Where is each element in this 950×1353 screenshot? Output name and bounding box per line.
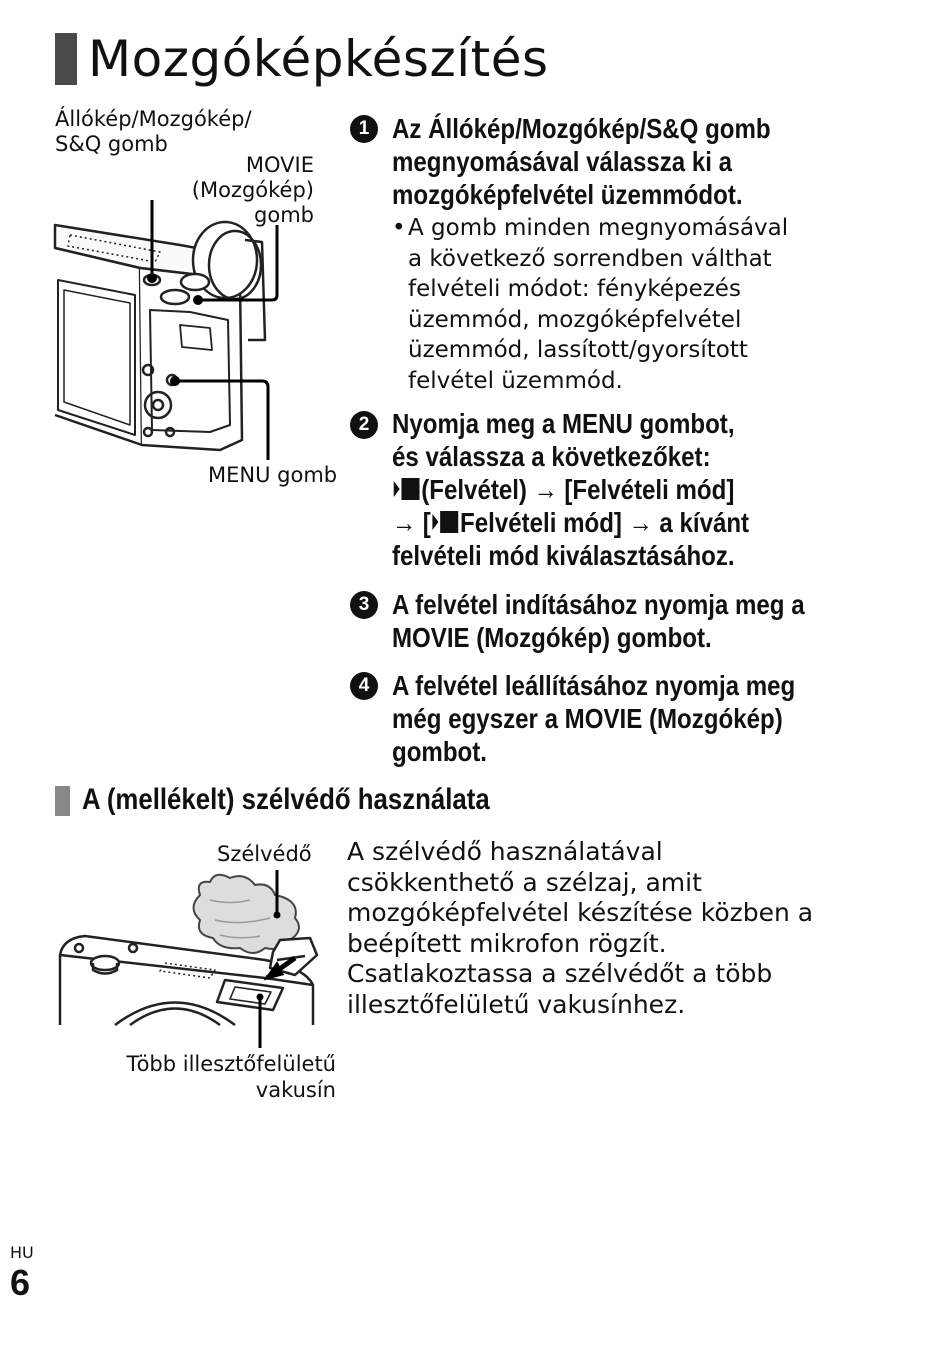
movie-button-label-line1: MOVIE <box>245 153 314 177</box>
camera-back-illustration <box>53 200 279 460</box>
step-2-line2: és válassza a következőket: <box>392 441 711 472</box>
step-number: 4 <box>350 672 378 700</box>
movie-button-label-line2: (Mozgókép) <box>191 178 314 202</box>
language-code: HU <box>10 1243 34 1262</box>
shooting-menu-icon <box>432 511 459 533</box>
page-number: 6 <box>10 1262 31 1303</box>
section-title: A (mellékelt) szélvédő használata <box>82 783 490 816</box>
step-number: 1 <box>350 115 378 143</box>
step-number: 2 <box>350 411 378 439</box>
bullet-text: A gomb minden megnyomásával a következő … <box>408 215 789 394</box>
mode-button-label-line2: S&Q gomb <box>55 132 168 156</box>
shooting-menu-icon <box>393 478 420 500</box>
step-2-menu-path-1: (Felvétel) → [Felvételi mód] <box>421 474 735 505</box>
step-2-line1: Nyomja meg a MENU gombot, <box>392 408 735 439</box>
bullet-marker: • <box>392 215 406 241</box>
multi-interface-shoe-label-line1: Több illesztőfelületű <box>126 1052 337 1076</box>
page-title: Mozgóképkészítés <box>88 30 549 88</box>
windscreen-label: Szélvédő <box>217 842 312 866</box>
step-number: 3 <box>350 591 378 619</box>
windscreen-illustration <box>58 870 319 1048</box>
step-2-line4: → [ Felvételi mód] → a kívánt <box>392 506 749 539</box>
mode-button-label-line1: Állókép/Mozgókép/ <box>55 107 252 131</box>
menu-button-label: MENU gomb <box>208 463 338 487</box>
step-2-line3: (Felvétel) → [Felvételi mód] <box>392 473 734 506</box>
multi-interface-shoe-label-line2: vakusín <box>255 1078 336 1102</box>
step-2-menu-path-2: Felvételi mód] → a kívánt <box>460 507 750 538</box>
windscreen-paragraph: A szélvédő használatával csökkenthető a … <box>347 837 814 1019</box>
step-text: A felvétel indításához nyomja meg a MOVI… <box>392 589 805 653</box>
step-text: Az Állókép/Mozgókép/S&Q gomb megnyomásáv… <box>392 113 771 210</box>
step-text: A felvétel leállításához nyomja meg még … <box>392 670 796 767</box>
movie-button-label-line3: gomb <box>254 203 314 227</box>
step-2-line5: felvételi mód kiválasztásához. <box>392 540 735 571</box>
section-marker <box>55 786 70 816</box>
step-2-arrow-bracket: → [ <box>392 507 431 538</box>
title-marker <box>55 33 77 85</box>
